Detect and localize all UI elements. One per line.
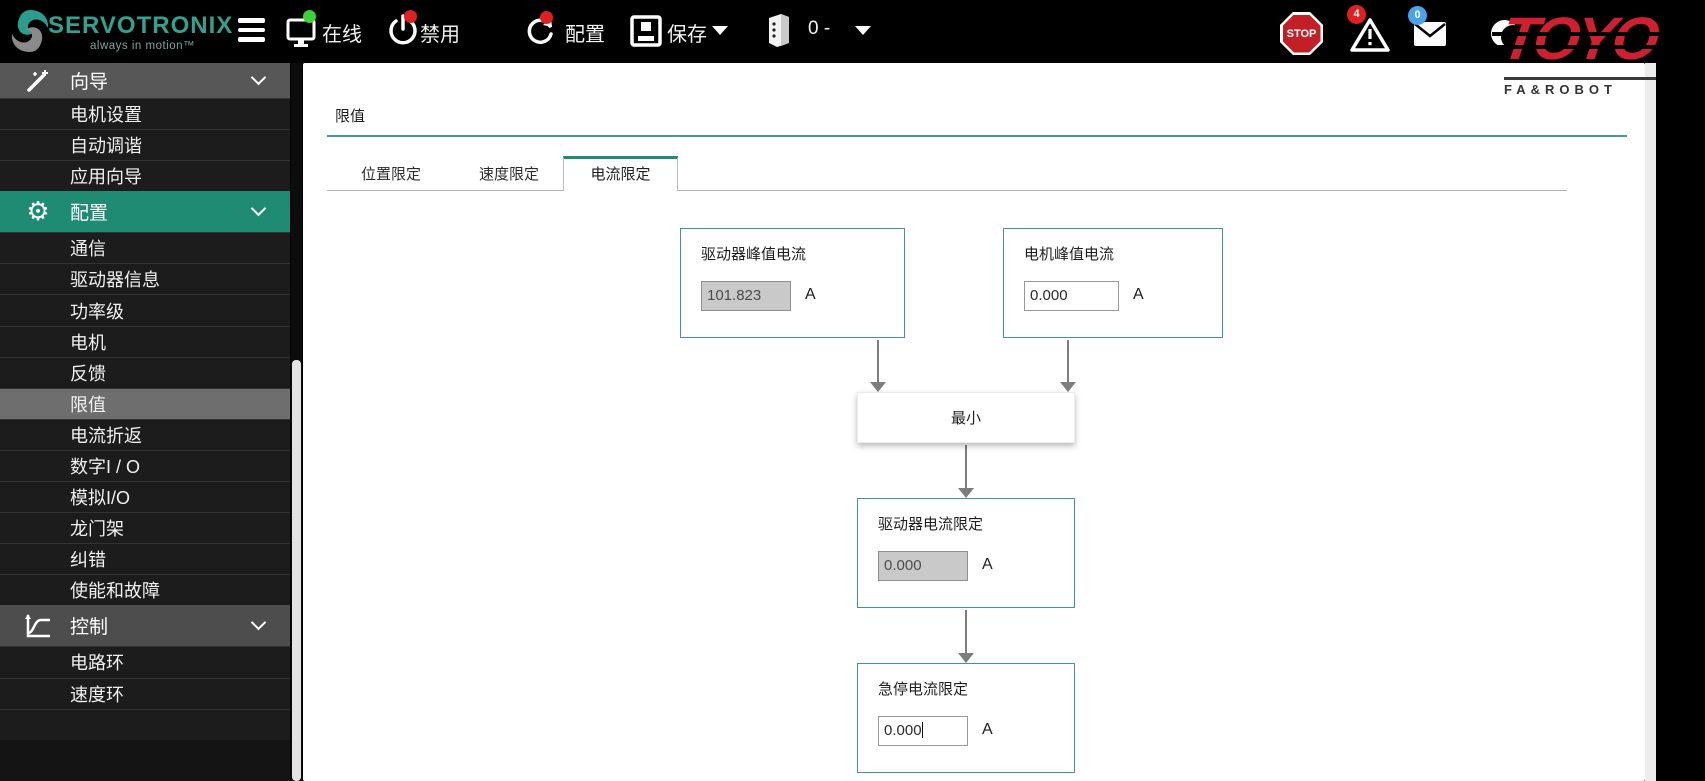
sidebar-item-limits[interactable]: 限值 (0, 387, 290, 419)
toyo-stripe (1492, 32, 1705, 36)
save-floppy-icon (630, 15, 662, 47)
estop-current-limit-box: 急停电流限定 0.000 A (857, 663, 1075, 773)
menu-hamburger-icon[interactable] (238, 18, 265, 47)
sidebar-item-digital-io[interactable]: 数字I / O (0, 449, 290, 482)
drive-peak-current-box: 驱动器峰值电流 101.823 A (680, 228, 905, 338)
chevron-down-icon (250, 69, 267, 86)
sidebar-group-label: 控制 (70, 617, 109, 639)
sidebar-item-enable-faults[interactable]: 使能和故障 (0, 574, 290, 606)
sidebar-item-gantry[interactable]: 龙门架 (0, 512, 290, 544)
sidebar-item-app-wizard[interactable]: 应用向导 (0, 160, 290, 192)
content-scrollbar[interactable] (1645, 63, 1656, 781)
main-content: 限值 位置限定 速度限定 电流限定 驱动器峰值电流 101.823 A 电机峰值… (303, 63, 1645, 781)
text-caret (921, 722, 923, 738)
sidebar-item-autotuning[interactable]: 自动调谐 (0, 129, 290, 161)
sidebar-scrollbar[interactable] (291, 63, 302, 781)
sidebar-scrollbar-thumb[interactable] (292, 360, 301, 781)
messages-badge: 0 (1408, 6, 1427, 25)
unit-label: A (1133, 286, 1144, 303)
toyo-logo: TOYO FA&ROBOT (1491, 5, 1705, 98)
sidebar-item-power-stage[interactable]: 功率级 (0, 294, 290, 326)
alerts-badge: 4 (1347, 5, 1366, 24)
warning-triangle-icon (1350, 18, 1390, 52)
sidebar-item-current-foldback[interactable]: 电流折返 (0, 418, 290, 450)
disable-label: 禁用 (420, 24, 460, 46)
motor-peak-current-label: 电机峰值电流 (1024, 246, 1115, 263)
toyo-brand-text: TOYO (1497, 5, 1660, 72)
chevron-down-icon (250, 201, 267, 217)
sidebar-item-feedback[interactable]: 反馈 (0, 356, 290, 388)
stop-sign-icon: STOP (1282, 14, 1321, 53)
envelope-icon (1414, 22, 1446, 46)
drive-current-limit-input: 0.000 (878, 551, 968, 581)
drive-current-limit-label: 驱动器电流限定 (878, 516, 984, 533)
control-curve-icon (16, 613, 60, 639)
drive-current-limit-box: 驱动器电流限定 0.000 A (857, 498, 1075, 608)
save-label: 保存 (667, 24, 707, 46)
sidebar-nav: 向导 电机设置 自动调谐 应用向导 ⚙ 配置 通信 驱动器信息 功率级 电机 反… (0, 63, 290, 781)
flow-arrow (870, 340, 886, 392)
sidebar-item-drive-info[interactable]: 驱动器信息 (0, 263, 290, 295)
flow-arrow (1060, 340, 1076, 392)
wand-icon (16, 68, 60, 94)
disable-red-dot (404, 10, 417, 23)
toyo-stripe (1492, 45, 1705, 49)
online-green-dot (303, 10, 316, 23)
minimum-node: 最小 (857, 392, 1075, 443)
drive-peak-current-label: 驱动器峰值电流 (701, 246, 807, 263)
unit-label: A (982, 721, 993, 738)
tab-current-limits-active[interactable]: 电流限定 (563, 156, 678, 191)
gear-icon: ⚙ (26, 196, 50, 227)
sidebar-group-wizard[interactable]: 向导 (0, 63, 290, 98)
sidebar-item-analog-io[interactable]: 模拟I/O (0, 481, 290, 513)
title-underline (327, 135, 1627, 137)
tabs-underline (327, 190, 1567, 191)
chevron-down-icon (250, 615, 267, 631)
tab-velocity-limits[interactable]: 速度限定 (478, 166, 539, 183)
sidebar-group-control[interactable]: 控制 (0, 605, 290, 647)
stop-button[interactable]: STOP (1280, 12, 1323, 55)
sidebar-group-label: 向导 (70, 72, 109, 93)
sidebar-group-label: 配置 (70, 203, 109, 225)
unit-label: A (805, 286, 816, 303)
sidebar-item-velocity-loop[interactable]: 速度环 (0, 677, 290, 709)
sidebar-item-motor[interactable]: 电机 (0, 325, 290, 357)
estop-current-limit-input[interactable]: 0.000 (878, 716, 968, 746)
online-label: 在线 (322, 24, 362, 46)
unit-label: A (982, 556, 993, 573)
flow-arrow (958, 445, 974, 498)
drive-device-icon (769, 14, 789, 47)
config-red-dot (540, 11, 553, 24)
motor-peak-current-box: 电机峰值电流 0.000 A (1003, 228, 1223, 338)
sidebar-item-communication[interactable]: 通信 (0, 232, 290, 264)
sidebar-item-partial (0, 708, 290, 740)
motor-peak-current-input[interactable]: 0.000 (1024, 281, 1119, 311)
top-toolbar: SERVOTRONIX always in motion™ 在线 禁用 配置 (0, 0, 1705, 63)
power-icon (389, 14, 417, 45)
save-dropdown-icon[interactable] (712, 26, 728, 35)
config-label: 配置 (565, 24, 605, 46)
toyo-subbrand-text: FA&ROBOT (1504, 77, 1656, 97)
estop-current-limit-label: 急停电流限定 (878, 681, 969, 698)
flow-arrow (958, 610, 974, 663)
tab-position-limits[interactable]: 位置限定 (360, 166, 421, 183)
drive-dropdown-icon[interactable] (855, 26, 871, 35)
sidebar-item-error-correction[interactable]: 纠错 (0, 543, 290, 575)
servotronix-logo-icon (11, 10, 49, 52)
sidebar-item-motor-setup[interactable]: 电机设置 (0, 98, 290, 130)
drive-id-label: 0 - (808, 18, 831, 39)
brand-tagline: always in motion™ (90, 40, 196, 52)
brand-name: SERVOTRONIX (48, 12, 234, 39)
drive-peak-current-input: 101.823 (701, 281, 791, 311)
monitor-icon (286, 18, 316, 47)
sidebar-item-current-loop[interactable]: 电路环 (0, 646, 290, 678)
sidebar-group-configuration[interactable]: ⚙ 配置 (0, 191, 290, 233)
page-title: 限值 (335, 108, 366, 125)
